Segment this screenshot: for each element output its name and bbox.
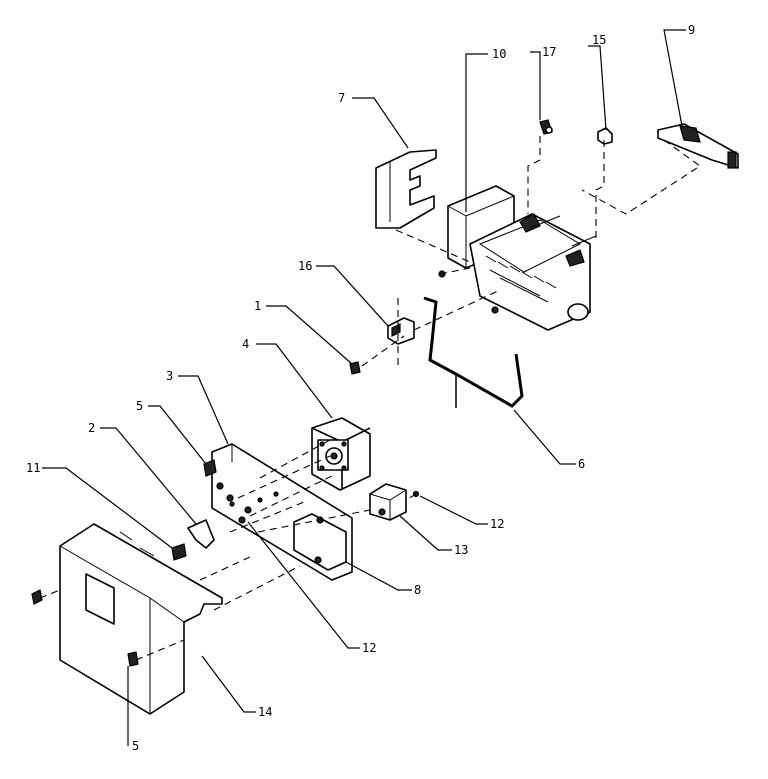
ice-mold-tray bbox=[469, 213, 597, 331]
part-14-housing bbox=[59, 523, 223, 715]
part-3-support-plate bbox=[211, 443, 353, 581]
part-17-screw bbox=[539, 119, 553, 135]
callout-10: 10 bbox=[492, 47, 506, 61]
callout-labels: 7 10 17 15 9 16 1 4 3 5 2 11 6 12 13 8 1… bbox=[26, 23, 695, 753]
screw-icon bbox=[491, 306, 499, 314]
part-9-stripper bbox=[657, 123, 739, 169]
callout-9: 9 bbox=[688, 23, 695, 37]
part-13-block bbox=[369, 483, 407, 521]
part-7-front-cover bbox=[375, 149, 437, 229]
leader-lines bbox=[42, 29, 686, 746]
callout-3: 3 bbox=[166, 369, 173, 383]
callout-14: 14 bbox=[258, 705, 272, 719]
part-5-screw-lower bbox=[127, 651, 139, 667]
callout-15: 15 bbox=[592, 33, 606, 47]
callout-17: 17 bbox=[542, 45, 556, 59]
callout-5-lower: 5 bbox=[132, 739, 139, 753]
part-4-motor bbox=[311, 417, 371, 491]
callout-13: 13 bbox=[454, 543, 468, 557]
callout-6: 6 bbox=[578, 457, 585, 471]
part-1-screw bbox=[349, 361, 361, 375]
assembly-lines bbox=[39, 136, 701, 661]
part-2-clip bbox=[187, 519, 215, 549]
part-14-screw-left bbox=[31, 589, 43, 605]
callout-7: 7 bbox=[338, 91, 345, 105]
part-15-clip bbox=[597, 127, 613, 145]
callout-8: 8 bbox=[414, 583, 421, 597]
callout-5-upper: 5 bbox=[136, 399, 143, 413]
callout-2: 2 bbox=[88, 421, 95, 435]
callout-1: 1 bbox=[254, 299, 261, 313]
callout-4: 4 bbox=[242, 337, 249, 351]
callout-12-right: 12 bbox=[490, 517, 504, 531]
part-16-bracket bbox=[387, 317, 415, 345]
part-5-screw-upper bbox=[203, 459, 217, 477]
callout-12-lower: 12 bbox=[362, 641, 376, 655]
callout-16: 16 bbox=[298, 259, 312, 273]
part-6-wire-arm bbox=[423, 296, 524, 408]
callout-11: 11 bbox=[26, 461, 40, 475]
